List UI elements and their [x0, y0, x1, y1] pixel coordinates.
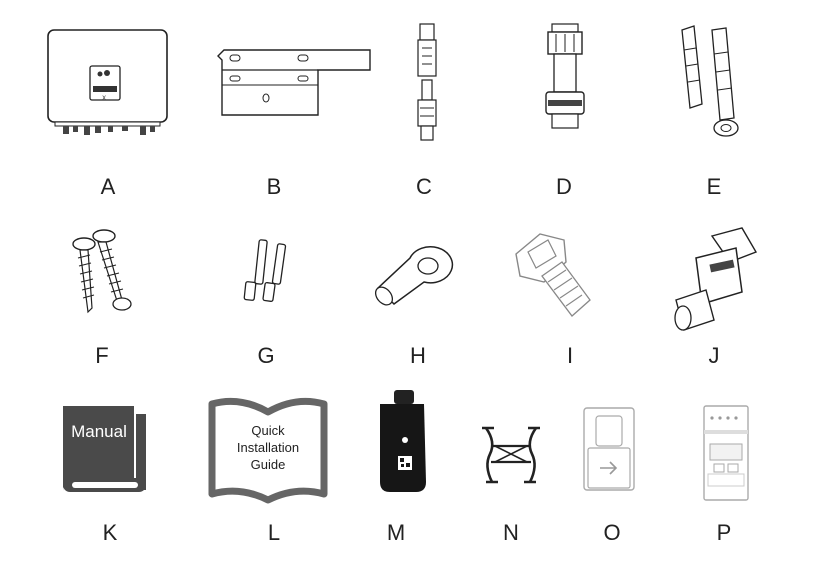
item-label-b: B — [266, 174, 282, 199]
guide-line-3: Guide — [250, 457, 286, 472]
item-label-h: H — [410, 343, 426, 368]
item-label-n: N — [503, 520, 519, 545]
item-label-p: P — [716, 520, 732, 545]
item-label-a: A — [100, 174, 116, 199]
guide-line-2: Installation — [236, 440, 300, 455]
item-label-j: J — [708, 343, 720, 368]
item-label-l: L — [267, 520, 281, 545]
item-label-i: I — [566, 343, 574, 368]
item-label-f: F — [95, 343, 109, 368]
svg-text:X: X — [102, 95, 106, 102]
item-label-k: K — [102, 520, 118, 545]
manual-title: Manual — [71, 422, 127, 441]
item-label-g: G — [257, 343, 275, 368]
item-label-c: C — [416, 174, 432, 199]
item-label-e: E — [706, 174, 722, 199]
item-label-d: D — [556, 174, 572, 199]
guide-line-1: Quick — [251, 423, 285, 438]
item-label-m: M — [386, 520, 406, 545]
item-label-o: O — [603, 520, 621, 545]
